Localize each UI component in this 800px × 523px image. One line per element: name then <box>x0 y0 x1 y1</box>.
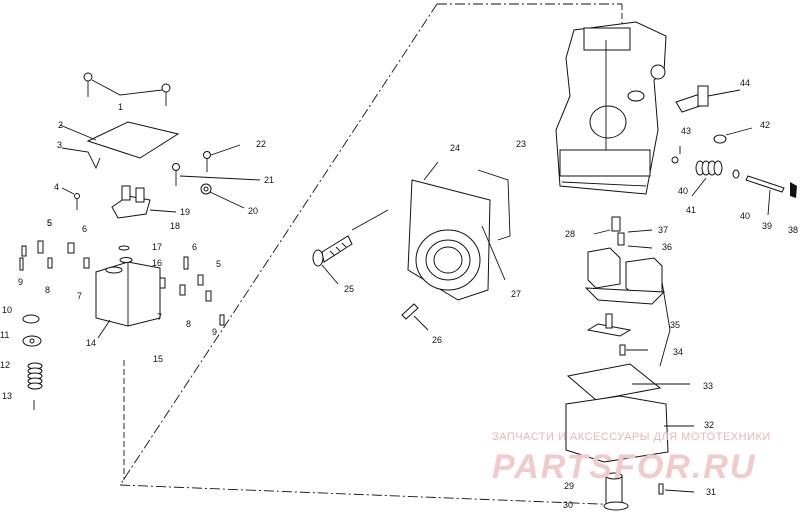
callout-7b: 7 <box>157 312 162 322</box>
callout-5b: 5 <box>216 259 221 269</box>
screw-pair <box>83 72 171 106</box>
callout-33: 33 <box>703 381 713 391</box>
assembly-reference-lines <box>119 3 626 506</box>
callout-11: 11 <box>0 330 9 340</box>
callout-27: 27 <box>511 289 521 299</box>
callout-24: 24 <box>450 143 460 153</box>
cap-42 <box>713 127 753 144</box>
fitting-44 <box>675 85 741 113</box>
callout-28: 28 <box>565 229 575 239</box>
screws-21-22 <box>172 144 261 209</box>
callout-41: 41 <box>686 205 696 215</box>
callout-32: 32 <box>704 420 714 430</box>
callout-26: 26 <box>432 335 442 345</box>
callout-23: 23 <box>516 139 526 149</box>
spring-41 <box>671 146 740 197</box>
callout-38: 38 <box>788 225 798 235</box>
callout-40a: 40 <box>678 186 688 196</box>
callout-17: 17 <box>152 242 162 252</box>
float-bowl-parts <box>565 216 695 511</box>
callout-7a: 7 <box>77 291 82 301</box>
callout-39: 39 <box>762 221 772 231</box>
callout-35: 35 <box>670 320 680 330</box>
watermark-brand: PARTSFOR.RU <box>492 448 756 486</box>
callout-44: 44 <box>740 78 750 88</box>
watermark-caption: ЗАПЧАСТИ И АКСЕССУАРЫ ДЛЯ МОТОТЕХНИКИ <box>492 431 771 443</box>
pins-left <box>19 240 90 271</box>
callout-42: 42 <box>760 120 770 130</box>
callout-36: 36 <box>662 242 672 252</box>
module-14 <box>95 245 161 339</box>
callout-14: 14 <box>86 338 96 348</box>
callout-2: 2 <box>58 120 63 130</box>
callout-34: 34 <box>673 347 683 357</box>
callout-8a: 8 <box>45 285 50 295</box>
callout-22: 22 <box>256 139 266 149</box>
callout-20: 20 <box>248 206 258 216</box>
callout-15: 15 <box>153 354 163 364</box>
callout-29: 29 <box>564 481 574 491</box>
callout-37: 37 <box>658 225 668 235</box>
carburetor-body <box>555 21 667 195</box>
callout-13: 13 <box>2 391 12 401</box>
callout-40b: 40 <box>740 211 750 221</box>
callout-21: 21 <box>264 175 274 185</box>
small-screw-4 <box>61 187 80 210</box>
bolt-25 <box>312 209 389 285</box>
callout-12: 12 <box>0 360 10 370</box>
callout-9b: 9 <box>212 327 217 337</box>
needle-39-38 <box>745 175 797 216</box>
callout-5c: 5 <box>47 218 52 228</box>
bracket-19 <box>111 185 177 219</box>
callout-8b: 8 <box>186 319 191 329</box>
pins-right <box>159 256 225 326</box>
callout-16: 16 <box>152 258 162 268</box>
callout-5a: 5 <box>47 218 52 228</box>
callout-19: 19 <box>180 207 190 217</box>
spring-stack <box>22 314 43 410</box>
callout-1: 1 <box>118 102 123 112</box>
callout-3: 3 <box>57 140 62 150</box>
clip-26 <box>401 303 429 331</box>
callout-6b: 6 <box>192 242 197 252</box>
callout-30: 30 <box>563 500 573 510</box>
callout-6a: 6 <box>82 224 87 234</box>
callout-25: 25 <box>344 284 354 294</box>
gasket-plate <box>59 121 180 170</box>
callout-9a: 9 <box>18 277 23 287</box>
callout-18: 18 <box>170 221 180 231</box>
callout-4: 4 <box>54 182 59 192</box>
callout-31: 31 <box>706 487 716 497</box>
callout-10: 10 <box>2 305 12 315</box>
callout-43: 43 <box>681 126 691 136</box>
flange-24 <box>407 161 511 301</box>
